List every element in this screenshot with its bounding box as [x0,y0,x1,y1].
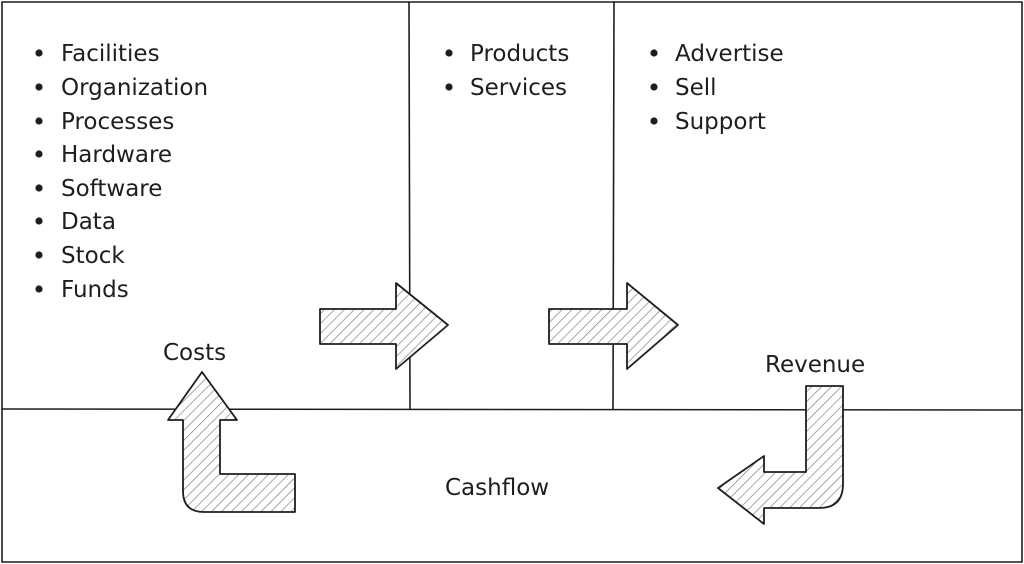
arrow-right-icon-offerings-to-marketing [548,282,679,370]
arrow-right-icon-resources-to-offerings [319,282,449,370]
list-item: Data [35,209,116,235]
revenue-label: Revenue [765,352,865,378]
list-item-label: Data [61,209,116,235]
arrow-down-left-icon-revenue [717,385,844,525]
list-item: Funds [35,277,129,303]
list-item: Software [35,176,162,202]
list-item-label: Funds [61,277,129,303]
list-item-label: Facilities [61,41,160,67]
list-item-label: Organization [61,75,208,101]
list-item-label: Software [61,176,162,202]
list-item-label: Processes [61,109,174,135]
list-item: Sell [650,75,717,101]
cashflow-label: Cashflow [445,475,549,501]
list-item: Hardware [35,142,172,168]
list-item: Advertise [650,41,784,67]
list-item: Processes [35,109,174,135]
list-item-label: Products [470,41,569,67]
list-item: Products [445,41,569,67]
bullet-icon [35,251,43,259]
list-item-label: Stock [61,243,125,269]
bullet-icon [35,150,43,158]
bullet-icon [445,83,453,91]
horizontal-divider [1,408,1023,411]
marketing-list: Advertise Sell Support [650,41,784,135]
bullet-icon [650,49,658,57]
bullet-icon [35,49,43,57]
bullet-icon [35,285,43,293]
list-item-label: Support [675,109,766,135]
bullet-icon [650,117,658,125]
resources-list: Facilities Organization Processes Hardwa… [35,41,208,303]
bullet-icon [35,117,43,125]
vertical-divider-right [612,1,615,410]
list-item: Organization [35,75,208,101]
bullet-icon [35,184,43,192]
list-item-label: Advertise [675,41,784,67]
costs-label: Costs [163,340,226,366]
list-item: Services [445,75,567,101]
list-item: Support [650,109,766,135]
bullet-icon [35,217,43,225]
offerings-list: Products Services [445,41,569,101]
bullet-icon [445,49,453,57]
bullet-icon [650,83,658,91]
arrow-up-icon-costs [167,371,296,513]
list-item: Stock [35,243,125,269]
list-item-label: Sell [675,75,717,101]
list-item: Facilities [35,41,160,67]
bullet-icon [35,83,43,91]
list-item-label: Hardware [61,142,172,168]
list-item-label: Services [470,75,567,101]
